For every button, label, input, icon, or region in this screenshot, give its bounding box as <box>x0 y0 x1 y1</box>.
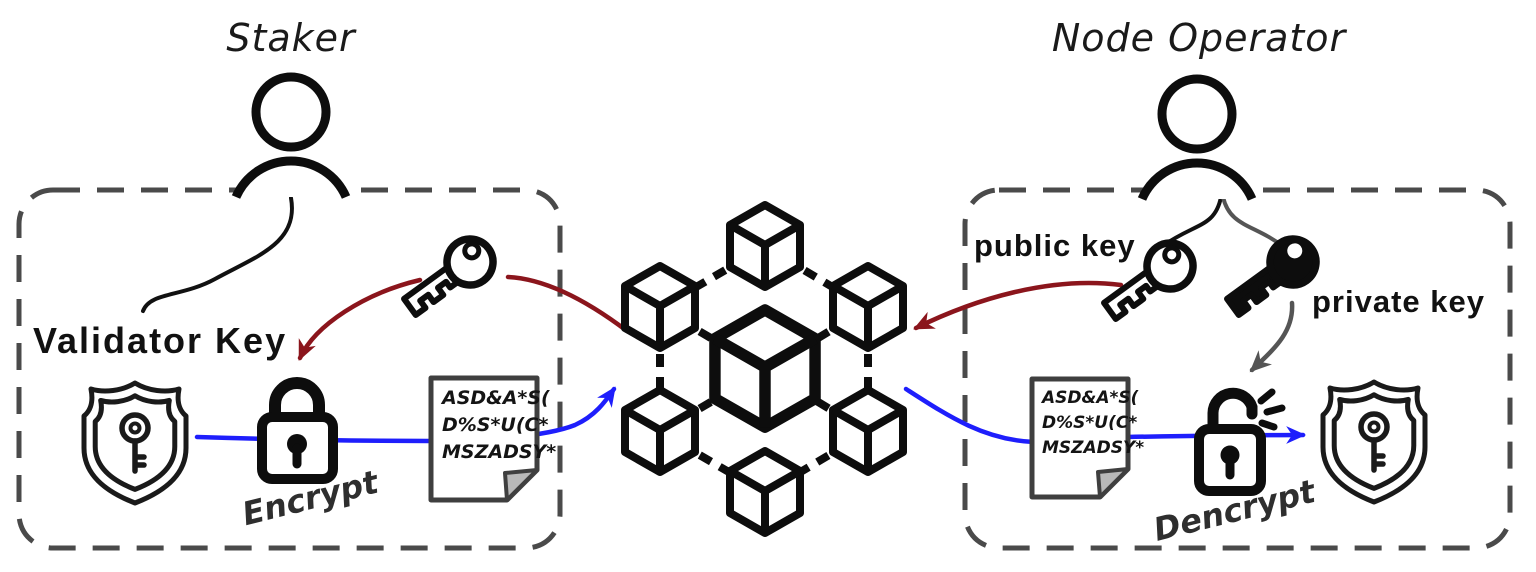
ciphertext-line: MSZADSY* <box>1042 438 1145 458</box>
public-key-to-network-arrow <box>913 280 1124 331</box>
staker-to-validator-key-curve <box>141 196 294 313</box>
ciphertext-note-right-icon <box>1029 376 1131 500</box>
network-to-ciphertext-curve <box>903 386 1037 445</box>
block-cube-center <box>715 310 815 427</box>
staker-actor-label: Staker <box>226 16 356 60</box>
public-key-label: public key <box>974 228 1136 263</box>
block-cube-upper-left <box>625 266 695 348</box>
validator-key-shield-right-icon <box>1320 379 1428 505</box>
block-cube-bottom <box>730 451 800 533</box>
ciphertext-right: ASD&A*S( D%S*U(C* MSZADSY* <box>1042 386 1144 461</box>
validator-key-shield-left-icon <box>81 380 189 506</box>
ciphertext-line: MSZADSY* <box>442 441 557 463</box>
node-operator-actor-label: Node Operator <box>1051 16 1347 60</box>
ciphertext-note-left-icon <box>428 375 540 503</box>
staker-person-icon <box>231 72 351 199</box>
encrypt-closed-padlock-icon <box>257 377 338 484</box>
private-key-icon <box>1224 235 1320 318</box>
block-cube-top <box>730 205 800 287</box>
validator-key-label: Validator Key <box>33 320 288 361</box>
unlock-spark-icon <box>1257 388 1286 431</box>
decrypt-open-padlock-icon <box>1194 387 1286 496</box>
ciphertext-left: ASD&A*S( D%S*U(C* MSZADSY* <box>442 385 556 466</box>
public-key-icon <box>1101 239 1197 322</box>
ciphertext-line: ASD&A*S( <box>442 387 550 409</box>
transit-key-to-lock-arrow <box>297 277 423 361</box>
public-key-transit-icon <box>401 235 497 318</box>
private-key-to-lock-arrow <box>1249 300 1295 373</box>
folded-corner <box>1096 467 1130 499</box>
folded-corner <box>503 468 539 502</box>
ciphertext-line: D%S*U(C* <box>1042 413 1138 433</box>
node-operator-person-icon <box>1137 74 1257 201</box>
operator-to-private-key-curve <box>1221 195 1286 249</box>
block-cube-upper-right <box>833 266 903 348</box>
private-key-label: private key <box>1312 284 1485 319</box>
block-cube-lower-right <box>833 390 903 472</box>
ciphertext-line: D%S*U(C* <box>442 414 549 436</box>
network-to-transit-key-curve <box>505 274 630 334</box>
operator-to-public-key-curve <box>1162 195 1223 247</box>
blockchain-network-icon <box>625 205 903 533</box>
block-cube-lower-left <box>625 390 695 472</box>
ciphertext-line: ASD&A*S( <box>1042 388 1139 408</box>
